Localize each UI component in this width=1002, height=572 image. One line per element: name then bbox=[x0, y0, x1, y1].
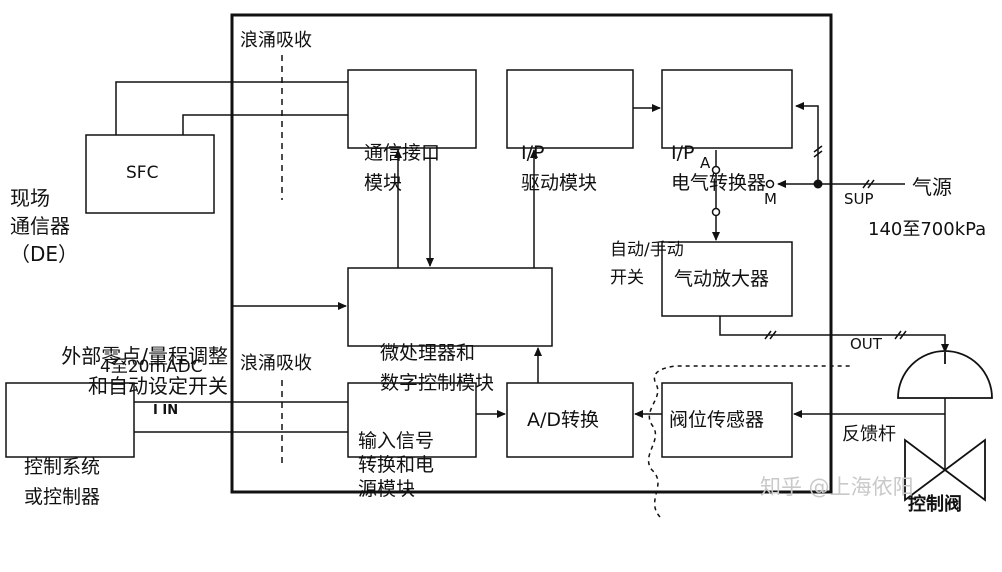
sfc-box bbox=[85, 134, 215, 214]
air-source-label: 气源 bbox=[912, 175, 952, 199]
wavy-boundary bbox=[647, 365, 850, 518]
comm-interface-label: 通信接口模块 bbox=[364, 142, 441, 194]
pneumatic-amp-label: 气动放大器 bbox=[674, 268, 770, 290]
ip-converter-box bbox=[661, 69, 793, 149]
switch-contact-a bbox=[711, 165, 721, 175]
signal-range-label: 4至20mADC bbox=[100, 357, 203, 377]
switch-contact-m bbox=[765, 179, 775, 189]
comm-interface-box bbox=[347, 69, 477, 149]
auto-manual-label: 自动/手动开关 bbox=[610, 240, 684, 288]
sfc-label: SFC bbox=[126, 163, 159, 183]
control-valve-graphic bbox=[897, 350, 993, 502]
microprocessor-box bbox=[347, 267, 553, 347]
microprocessor-label: 微处理器和数字控制模块 bbox=[380, 342, 495, 394]
ip-driver-box bbox=[506, 69, 634, 149]
diagram-lines bbox=[5, 13, 993, 518]
field-comm-label: 现场通信器（DE） bbox=[10, 186, 79, 266]
valve-sensor-label: 阀位传感器 bbox=[669, 409, 765, 431]
iin-label: I IN bbox=[153, 403, 179, 418]
switch-m-label: M bbox=[764, 190, 777, 208]
switch-contact-pivot bbox=[711, 207, 721, 217]
supply-junction bbox=[813, 179, 823, 189]
feedback-rod-label: 反馈杆 bbox=[842, 424, 896, 445]
sup-label: SUP bbox=[844, 190, 874, 208]
positioner-enclosure bbox=[230, 13, 833, 494]
out-label: OUT bbox=[850, 335, 882, 353]
pneumatic-amp-box bbox=[661, 241, 793, 317]
surge-label-top: 浪涌吸收 bbox=[240, 30, 312, 51]
control-system-box bbox=[5, 382, 135, 458]
switch-a-label: A bbox=[700, 154, 711, 172]
input-conv-box bbox=[347, 382, 477, 458]
control-valve-label: 控制阀 bbox=[908, 494, 962, 515]
watermark: 知乎 @上海依阳 bbox=[760, 475, 914, 499]
surge-label-bottom: 浪涌吸收 bbox=[240, 353, 312, 374]
ad-conv-box bbox=[506, 382, 634, 458]
control-system-label: 控制系统或控制器 bbox=[24, 456, 101, 508]
ad-conv-label: A/D转换 bbox=[527, 409, 600, 431]
pressure-label: 140至700kPa bbox=[868, 219, 987, 240]
external-switch-label: 外部零点/量程调整和自动设定开关 bbox=[61, 344, 228, 398]
input-conv-label: 输入信号转换和电源模块 bbox=[358, 430, 435, 500]
valve-sensor-box bbox=[661, 382, 793, 458]
